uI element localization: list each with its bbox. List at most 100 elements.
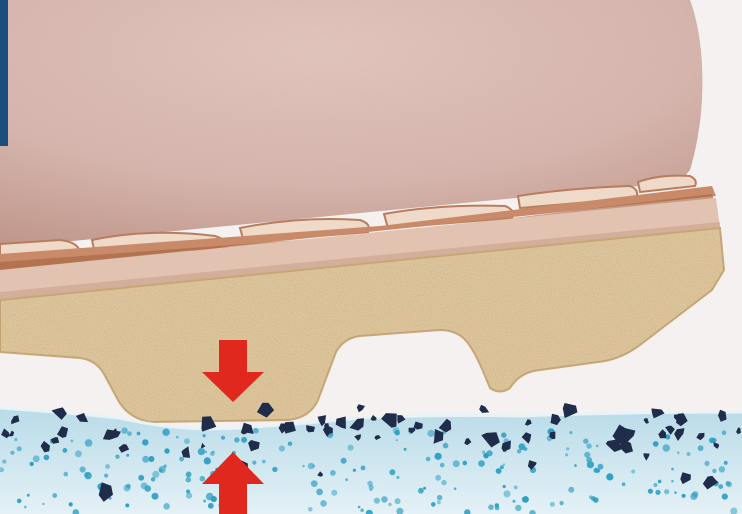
floor-speckle [151,477,155,481]
floor-speckle [440,463,445,468]
floor-speckle [311,480,318,487]
floor-speckle [148,456,154,462]
floor-speckle [726,481,731,486]
floor-speckle [262,460,266,464]
floor-speckle [404,448,407,451]
floor-speckle [495,504,499,508]
floor-speckle [393,427,400,434]
floor-speckle [514,486,518,490]
floor-speckle [104,474,108,478]
floor-speckle [163,503,170,510]
floor-speckle [186,477,191,482]
floor-speckle [658,480,662,484]
floor-speckle [84,472,89,477]
floor-speckle [522,496,529,503]
floor-speckle [488,504,494,510]
floor-speckle [524,447,528,451]
floor-speckle [418,488,424,494]
floor-speckle [203,500,206,503]
floor-speckle [105,464,110,469]
floor-speckle [312,465,315,468]
floor-speckle [162,429,169,436]
floor-speckle [396,476,399,479]
floor-speckle [208,503,214,509]
floor-speckle [353,469,356,472]
floor-speckle [345,478,348,481]
floor-speckle [279,445,285,451]
floor-speckle [348,445,354,451]
floor-speckle [17,446,22,451]
floor-speckle [500,465,504,469]
floor-speckle [453,460,460,467]
floor-speckle [566,447,569,450]
floor-speckle [395,498,401,504]
floor-speckle [569,431,572,434]
floor-speckle [203,434,206,437]
floor-speckle [159,469,163,473]
floor-speckle [664,489,669,494]
floor-speckle [724,461,728,465]
floor-speckle [126,454,129,457]
floor-speckle [568,487,574,493]
floor-speckle [142,439,148,445]
floor-speckle [437,500,441,504]
floor-speckle [30,462,34,466]
floor-speckle [496,468,502,474]
floor-speckle [10,451,14,455]
floor-speckle [374,498,380,504]
floor-speckle [677,451,680,454]
floor-speckle [671,480,673,482]
floor-speckle [663,444,670,451]
floor-speckle [14,438,17,441]
floor-speckle [443,443,449,449]
floor-speckle [198,448,205,455]
floor-speckle [501,432,506,437]
floor-speckle [653,483,657,487]
floor-speckle [719,466,725,472]
floor-speckle [64,472,69,477]
floor-speckle [124,485,131,492]
floor-speckle [2,459,6,463]
floor-speckle [463,461,468,466]
floor-speckle [358,506,361,509]
floor-speckle [596,445,599,448]
floor-speckle [341,458,347,464]
floor-speckle [704,461,709,466]
floor-speckle [671,468,674,471]
floor-speckle [504,490,511,497]
floor-speckle [52,493,57,498]
floor-speckle [712,469,716,473]
floor-speckle [381,496,388,503]
floor-speckle [308,507,313,512]
floor-speckle [152,471,159,478]
floor-speckle [648,489,653,494]
floor-speckle [142,456,149,463]
floor-speckle [722,494,728,500]
floor-speckle [272,467,277,472]
floor-speckle [396,439,398,441]
floor-speckle [69,502,73,506]
floor-speckle [115,455,119,459]
floor-speckle [560,501,564,505]
floor-speckle [482,451,485,454]
floor-speckle [606,473,613,480]
floor-speckle [435,475,441,481]
floor-speckle [593,497,599,503]
floor-speckle [722,430,727,435]
floor-speckle [690,493,697,500]
floor-speckle [596,469,600,473]
floor-speckle [179,457,184,462]
floor-speckle [70,440,73,443]
floor-speckle [221,436,225,440]
floor-speckle [241,437,247,443]
floor-speckle [320,500,327,507]
floor-speckle [431,502,436,507]
floor-speckle [125,503,129,507]
floor-speckle [163,464,166,467]
floor-speckle [487,450,493,456]
floor-speckle [682,494,686,498]
floor-speckle [234,437,239,442]
floor-speckle [121,427,127,433]
floor-speckle [252,461,256,465]
